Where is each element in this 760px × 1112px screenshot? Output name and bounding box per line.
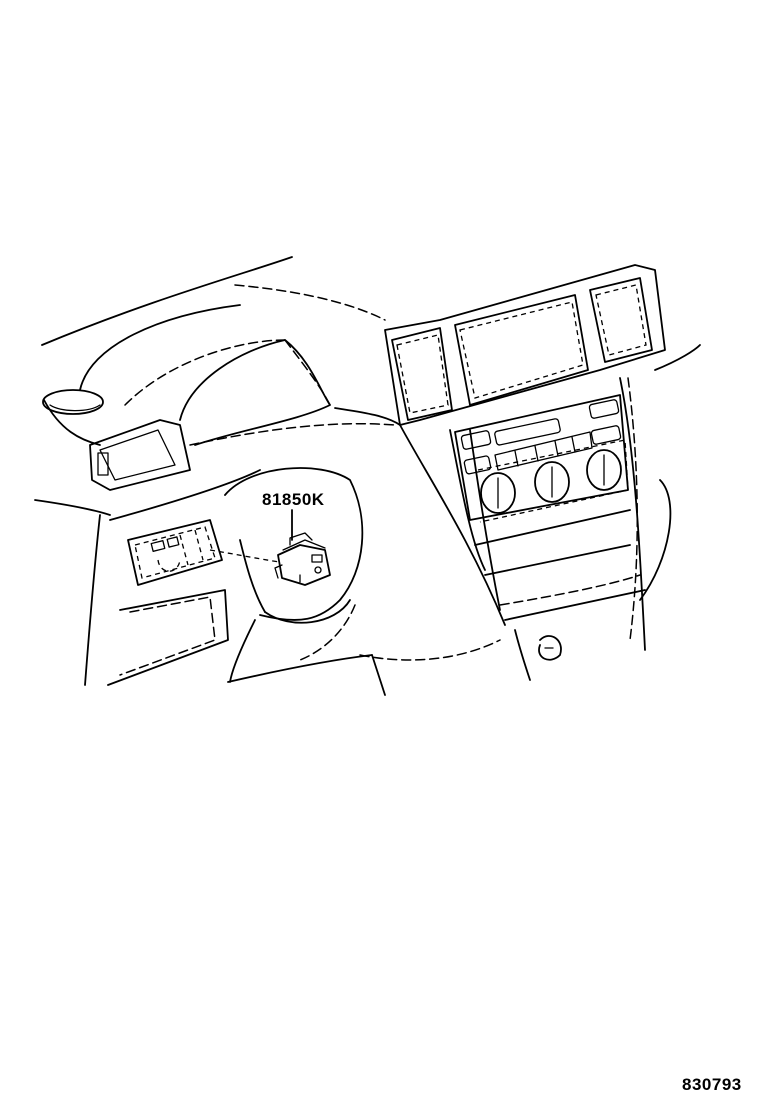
lower-dash-left bbox=[34, 499, 111, 516]
meter-hood bbox=[179, 339, 331, 446]
climate-knob-right bbox=[586, 449, 622, 491]
center-panel-div bbox=[399, 424, 506, 626]
audio-btn-div-4 bbox=[571, 436, 576, 453]
switch-small-2 bbox=[166, 536, 180, 548]
switch-divider-2 bbox=[194, 529, 204, 561]
lower-left-panel bbox=[107, 589, 229, 686]
lower-dash-floor bbox=[359, 639, 501, 661]
audio-slot-4 bbox=[463, 455, 492, 475]
center-display-frame bbox=[454, 294, 589, 406]
console-right-outer bbox=[654, 344, 701, 371]
console-right-edge-2 bbox=[627, 377, 639, 641]
side-vent-inner bbox=[99, 429, 176, 481]
switch-panel-frame bbox=[127, 519, 223, 586]
steering-shroud-2 bbox=[229, 619, 256, 683]
console-lower-2 bbox=[484, 544, 631, 576]
console-left-edge bbox=[449, 429, 486, 571]
steering-column-lower bbox=[239, 539, 266, 613]
switch-divider bbox=[179, 534, 189, 566]
center-display-screen bbox=[459, 301, 584, 399]
dash-lower-edge bbox=[189, 422, 396, 446]
console-cup-holder bbox=[538, 635, 562, 661]
switch-panel-inner bbox=[134, 526, 216, 579]
dash-mid-line bbox=[334, 407, 401, 426]
dash-top-line-2 bbox=[234, 284, 386, 321]
part-number-label: 81850K bbox=[262, 490, 325, 509]
climate-knob-center bbox=[534, 461, 570, 503]
audio-slot-5 bbox=[590, 425, 622, 445]
lower-dash-curve-2 bbox=[109, 469, 261, 521]
audio-slot-3 bbox=[588, 399, 620, 419]
meter-hood-inner bbox=[284, 339, 331, 406]
center-display-inner bbox=[391, 327, 453, 421]
climate-knob-left bbox=[480, 472, 516, 514]
steering-column-outline bbox=[224, 467, 364, 621]
right-display-inner bbox=[595, 284, 647, 356]
dash-top-outline bbox=[41, 256, 293, 346]
audio-slot-2 bbox=[494, 418, 561, 446]
audio-slot-1 bbox=[460, 430, 492, 450]
left-vent-inner bbox=[49, 404, 101, 412]
lower-center bbox=[514, 629, 531, 681]
center-display-surround bbox=[384, 264, 666, 426]
steering-shroud bbox=[264, 599, 351, 624]
install-dashed-line bbox=[209, 549, 281, 563]
console-lower-4 bbox=[499, 574, 641, 606]
center-bottom-curve bbox=[469, 429, 501, 611]
console-right-lower bbox=[639, 479, 672, 601]
left-air-vent bbox=[42, 389, 104, 415]
knob-panel-surround bbox=[477, 439, 629, 523]
switch-oval bbox=[157, 559, 181, 572]
side-vent-slot bbox=[97, 452, 109, 476]
console-lower-3 bbox=[504, 589, 646, 621]
audio-btn-div-2 bbox=[534, 445, 539, 462]
figure-number: 830793 bbox=[682, 1075, 742, 1094]
switch-small-1 bbox=[150, 540, 166, 552]
console-right-edge bbox=[619, 377, 646, 651]
left-display-inner bbox=[396, 334, 449, 414]
lower-dash-curve bbox=[84, 514, 101, 686]
lower-dash-line bbox=[227, 654, 373, 683]
steering-shroud-3 bbox=[299, 604, 356, 661]
audio-button-row bbox=[494, 431, 593, 471]
dash-curve-left bbox=[79, 304, 241, 391]
right-display bbox=[589, 277, 653, 363]
lower-dash-line-2 bbox=[371, 654, 386, 696]
dash-hood-curve bbox=[124, 339, 286, 406]
side-vent-frame bbox=[89, 419, 191, 491]
console-lower-1 bbox=[474, 509, 631, 546]
audio-btn-div-1 bbox=[514, 450, 519, 467]
lower-left-panel-inner bbox=[119, 596, 216, 676]
part-81850k-switch bbox=[274, 532, 331, 586]
